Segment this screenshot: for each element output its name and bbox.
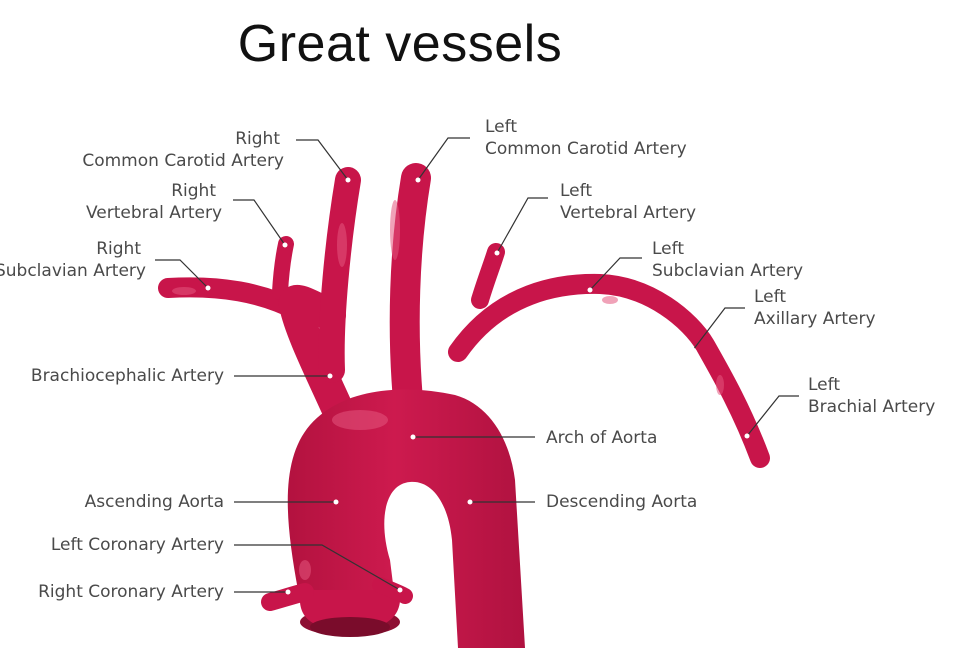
leader-left-coronary	[234, 544, 401, 591]
leader-right-common-carotid	[296, 139, 349, 181]
aortic-root-opening	[310, 617, 390, 637]
leader-left-vertebral	[496, 197, 548, 254]
aortic-arch-vessel	[287, 389, 525, 648]
label-ascending-aorta: Ascending Aorta	[85, 492, 224, 512]
leader-right-subclavian	[155, 259, 209, 289]
label-right-vertebral-line1: Right	[171, 181, 216, 201]
label-right-common-carotid-line1: Right	[235, 129, 280, 149]
label-left-coronary: Left Coronary Artery	[51, 535, 224, 555]
left-common-carotid-vessel	[389, 163, 431, 415]
label-left-common-carotid-line1: Left	[485, 117, 517, 137]
leader-left-brachial	[746, 395, 799, 437]
leader-lines	[155, 137, 799, 593]
label-right-subclavian-line2: Subclavian Artery	[0, 261, 146, 281]
label-left-vertebral-line1: Left	[560, 181, 592, 201]
label-descending-aorta: Descending Aorta	[546, 492, 697, 512]
label-left-subclavian-line2: Subclavian Artery	[652, 261, 803, 281]
label-left-axillary-line2: Axillary Artery	[754, 309, 876, 329]
label-left-brachial-line2: Brachial Artery	[808, 397, 935, 417]
label-left-common-carotid-line2: Common Carotid Artery	[485, 139, 687, 159]
leader-right-vertebral	[233, 199, 286, 246]
label-left-subclavian-line1: Left	[652, 239, 684, 259]
label-arch-of-aorta: Arch of Aorta	[546, 428, 657, 448]
label-right-vertebral-line2: Vertebral Artery	[86, 203, 222, 223]
label-left-brachial-line1: Left	[808, 375, 840, 395]
right-common-carotid-vessel	[318, 167, 361, 383]
label-right-coronary: Right Coronary Artery	[38, 582, 224, 602]
leader-left-common-carotid	[417, 137, 470, 181]
labels: Right Common Carotid Artery Left Common …	[0, 117, 935, 602]
left-subclavian-vessel	[448, 273, 770, 468]
label-left-vertebral-line2: Vertebral Artery	[560, 203, 696, 223]
leader-left-axillary	[692, 307, 745, 351]
left-coronary-vessel	[372, 577, 413, 604]
left-vertebral-vessel	[471, 243, 505, 309]
leader-left-subclavian	[589, 257, 642, 291]
label-right-common-carotid-line2: Common Carotid Artery	[82, 151, 284, 171]
right-vertebral-vessel	[272, 236, 294, 300]
vessel-highlights	[172, 200, 724, 580]
slide-title: Great vessels	[237, 15, 563, 73]
label-left-axillary-line1: Left	[754, 287, 786, 307]
label-brachiocephalic: Brachiocephalic Artery	[31, 366, 224, 386]
right-coronary-vessel	[261, 583, 314, 611]
leader-dots	[205, 177, 750, 595]
label-right-subclavian-line1: Right	[96, 239, 141, 259]
